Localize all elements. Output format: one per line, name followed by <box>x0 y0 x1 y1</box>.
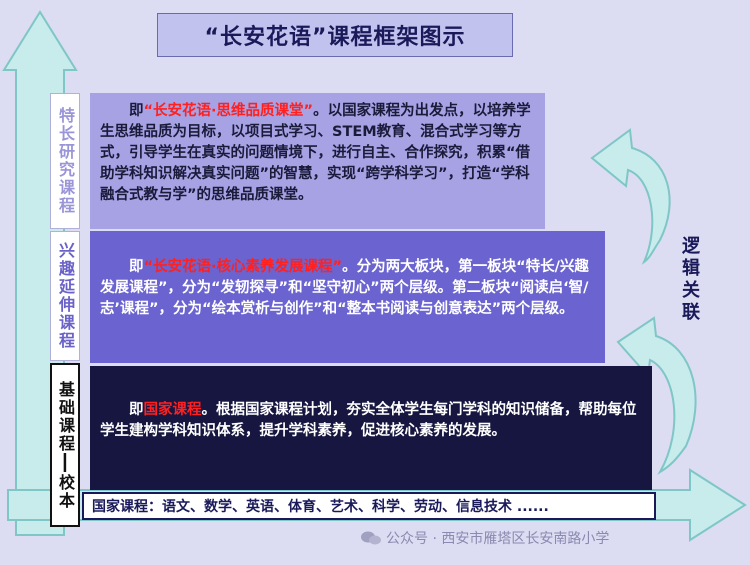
level-label-interest: 兴趣延伸课程 <box>50 231 80 361</box>
block-top-text: 。以国家课程为出发点，以培养学生思维品质为目标，以项目式学习、STEM教育、混合… <box>100 103 531 203</box>
curved-arrow-lower-icon <box>616 316 697 475</box>
block-base-text: 。根据国家课程计划，夯实全体学生每门学科的知识储备，帮助每位学生建构学科知识体系… <box>100 402 637 439</box>
block-thinking-quality: 即“长安花语·思维品质课堂”。以国家课程为出发点，以培养学生思维品质为目标，以项… <box>90 93 545 229</box>
level-label-base-sep: ┃ <box>55 452 75 474</box>
level-label-base-2: 校本 <box>56 473 75 510</box>
level-label-special: 特长研究课程 <box>50 93 80 229</box>
level-label-base-1: 基础课程 <box>56 380 75 453</box>
block-base-lead: 即 <box>129 402 144 418</box>
block-mid-lead: 即 <box>129 259 144 275</box>
block-top-lead: 即 <box>129 103 144 119</box>
block-core-literacy: 即“长安花语·核心素养发展课程”。分为两大板块，第一板块“特长/兴趣发展课程”，… <box>90 231 605 363</box>
block-top-highlight: “长安花语·思维品质课堂” <box>143 103 314 119</box>
block-base-highlight: 国家课程 <box>143 402 202 418</box>
wechat-icon <box>361 531 381 545</box>
block-national-curriculum: 即国家课程。根据国家课程计划，夯实全体学生每门学科的知识储备，帮助每位学生建构学… <box>90 366 652 490</box>
curved-arrow-upper-icon <box>590 128 671 265</box>
watermark-text: 公众号 · 西安市雁塔区长安南路小学 <box>386 531 610 547</box>
block-mid-text: 。分为两大板块，第一板块“特长/兴趣发展课程”，分为“发轫探寻”和“坚守初心”两… <box>100 259 589 317</box>
level-label-base: 基础课程┃校本 <box>50 363 80 527</box>
watermark: 公众号 · 西安市雁塔区长安南路小学 <box>360 528 609 548</box>
block-mid-highlight: “长安花语·核心素养发展课程” <box>143 259 343 275</box>
logic-label: 逻辑关联 <box>679 236 700 324</box>
national-courses-box: 国家课程：语文、数学、英语、体育、艺术、科学、劳动、信息技术 ...... <box>82 492 656 520</box>
page-title: “长安花语”课程框架图示 <box>157 13 513 57</box>
